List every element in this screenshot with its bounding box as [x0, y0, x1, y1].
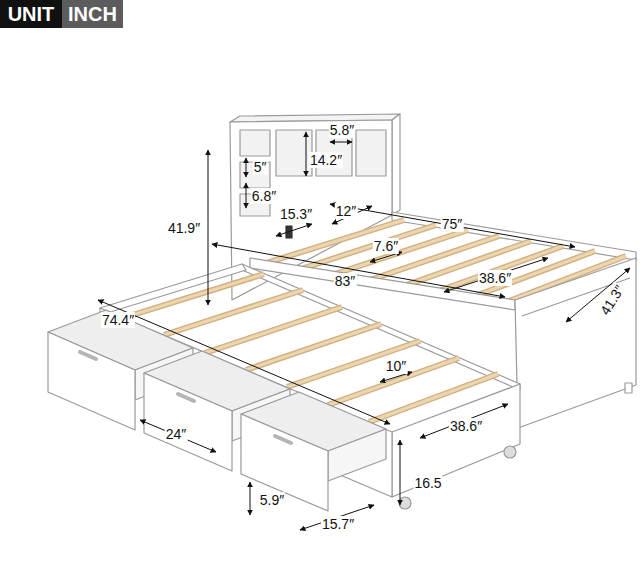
trundle-part-part [205, 307, 342, 353]
trundle-part [399, 497, 411, 509]
headboard-part [356, 130, 386, 176]
bed-frame-part [625, 383, 632, 393]
bed-frame-part [515, 258, 636, 428]
trundle [48, 264, 520, 511]
dimension-lines-part [98, 300, 390, 424]
dimension-lines-part [250, 482, 251, 515]
dimension-label: 10″ [385, 358, 408, 374]
dimension-label: 14.2″ [309, 152, 343, 168]
dimension-lines-part [420, 404, 508, 438]
dimension-lines-part [330, 204, 575, 247]
dimension-lines [98, 132, 630, 530]
trundle-part [178, 394, 194, 401]
dimension-label: 38.6″ [449, 418, 483, 434]
trundle-part [392, 384, 520, 497]
dimension-label: 38.6″ [478, 270, 512, 286]
trundle-part [48, 332, 135, 430]
trundle-part [241, 414, 328, 511]
dimension-label: 6.8″ [251, 188, 277, 204]
dimension-label: 41.9″ [167, 220, 201, 236]
dimension-lines-part [246, 158, 247, 177]
dimension-lines-part [276, 224, 312, 236]
trundle-part [144, 373, 232, 471]
unit-text: UNIT [8, 4, 55, 24]
trundle-part [328, 429, 386, 481]
dimension-label: 12″ [335, 203, 358, 219]
dimension-label: 7.6″ [373, 238, 399, 254]
headboard-part [240, 130, 270, 156]
dimension-lines-part [444, 258, 548, 292]
unit-text: INCH [68, 4, 117, 24]
dimension-label: 15.3″ [279, 206, 313, 222]
dimension-label: 74.4″ [101, 312, 135, 328]
dimension-label: 5.9″ [259, 492, 285, 508]
dimension-lines-part [140, 420, 216, 452]
dimension-lines-part [306, 132, 307, 176]
dimension-label: 15.7″ [321, 516, 355, 532]
dimension-label: 5.8″ [329, 122, 355, 138]
trundle-part-part [123, 274, 264, 318]
dimension-label: 16.5 [413, 475, 442, 491]
trundle-part [275, 436, 291, 443]
dimension-lines-part [246, 183, 247, 208]
dimension-lines-part [330, 142, 352, 143]
dimension-label: 83″ [334, 273, 357, 289]
dimension-label: 5″ [253, 159, 268, 175]
unit-box: UNIT [0, 0, 62, 28]
trundle-part-part [328, 358, 459, 405]
trundle-part [80, 352, 96, 359]
unit-box: INCH [62, 0, 123, 28]
dimension-lines-part [566, 268, 630, 322]
trundle-part-part [246, 324, 381, 370]
headboard-part [276, 130, 312, 176]
dimension-lines-part [208, 150, 209, 305]
trundle-part [504, 446, 516, 458]
dimension-lines-part [400, 440, 401, 505]
dimension-label: 75″ [441, 216, 464, 232]
dimension-lines-part [212, 244, 505, 297]
dimension-label: 24″ [165, 426, 188, 442]
headboard-part [392, 114, 400, 215]
